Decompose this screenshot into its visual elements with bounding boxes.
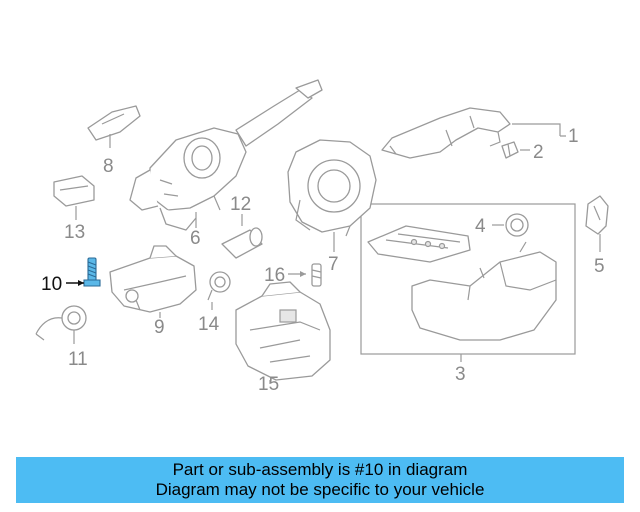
callout-7: 7	[328, 254, 339, 275]
part-10-bolt	[66, 257, 101, 287]
part-1-upper-cover	[381, 107, 511, 159]
parts-diagram: 1 2 3 4 5 6	[35, 79, 609, 395]
part-9-lock-housing	[109, 245, 197, 318]
callout-12: 12	[230, 194, 251, 215]
callout-14: 14	[198, 314, 220, 335]
callout-1: 1	[568, 126, 579, 147]
part-3-lower-cover	[360, 203, 576, 362]
part-4-ring	[492, 213, 529, 237]
caption-line-1: Part or sub-assembly is #10 in diagram	[172, 460, 468, 479]
callout-9: 9	[154, 317, 165, 338]
callout-3: 3	[455, 364, 466, 385]
part-2-clip	[501, 141, 519, 159]
part-11-sensor	[35, 305, 87, 344]
callout-8: 8	[103, 156, 114, 177]
part-6-combination-switch	[129, 79, 323, 231]
caption-bar: Part or sub-assembly is #10 in diagram D…	[16, 457, 624, 503]
callout-15: 15	[258, 374, 279, 395]
part-14-ring	[207, 271, 231, 310]
part-16-screw	[288, 263, 322, 287]
callout-4: 4	[475, 216, 486, 237]
callout-5: 5	[594, 256, 605, 277]
callout-6: 6	[190, 228, 201, 249]
part-13-module	[53, 175, 95, 220]
part-8-module	[87, 105, 141, 148]
callout-13: 13	[64, 222, 85, 243]
caption-line-2: Diagram may not be specific to your vehi…	[155, 480, 485, 499]
part-15-column-housing	[235, 281, 331, 384]
part-5-bracket	[585, 195, 609, 252]
part-7-clock-spring	[287, 139, 377, 252]
part-12-lock-cylinder	[221, 214, 263, 259]
leader-1	[512, 123, 566, 137]
callout-16: 16	[264, 265, 285, 286]
callout-11: 11	[68, 349, 88, 370]
callout-10: 10	[41, 274, 62, 295]
callout-2: 2	[533, 142, 544, 163]
